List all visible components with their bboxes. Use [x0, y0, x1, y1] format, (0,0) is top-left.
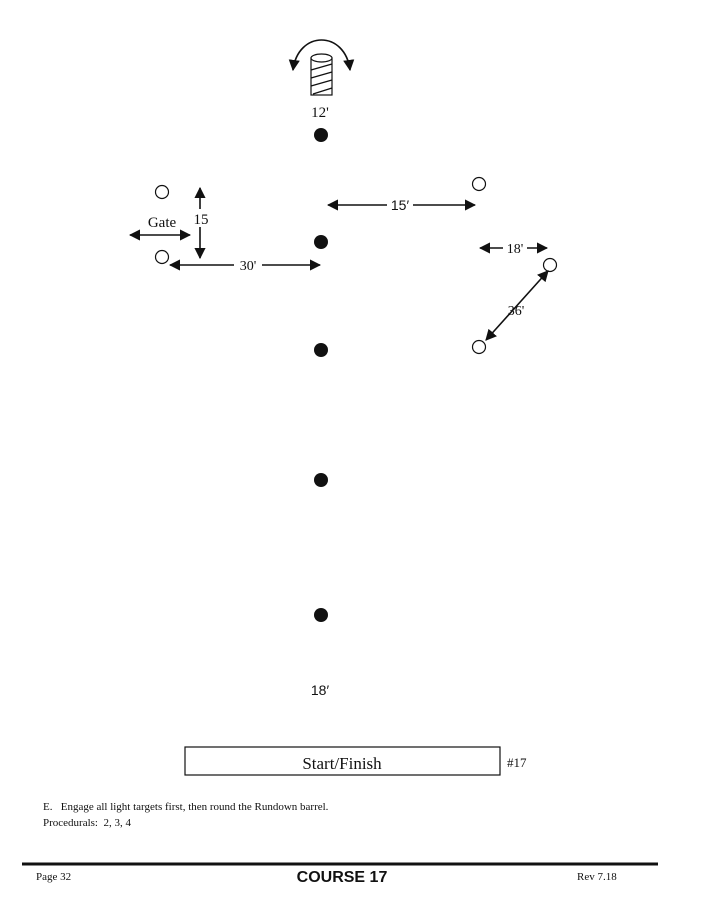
- diagonal-arrow: [485, 270, 549, 341]
- heavy-target: [314, 235, 328, 249]
- light-target: [542, 257, 558, 273]
- rundown-barrel-icon: [288, 39, 355, 96]
- start-finish-box: [184, 746, 501, 776]
- footer-revision: Rev 7.18: [577, 871, 617, 883]
- rotation-arrow-icon: [288, 39, 355, 72]
- footer-title: COURSE 17: [297, 869, 388, 886]
- footer-page: Page 32: [36, 871, 71, 883]
- bottom-distance-label: 18′: [311, 682, 330, 698]
- heavy-target: [314, 473, 328, 487]
- light-target: [471, 176, 487, 192]
- gate-label: Gate: [148, 215, 177, 231]
- light-target: [471, 339, 487, 355]
- start-finish-label: Start/Finish: [302, 754, 382, 773]
- heavy-target: [314, 128, 328, 142]
- course-number-tag: #17: [507, 755, 527, 770]
- gate-height-label: 15: [194, 212, 209, 228]
- light-target: [154, 184, 170, 200]
- note-line-2: Procedurals: 2, 3, 4: [43, 817, 131, 829]
- right-horizontal-label: 18': [507, 242, 524, 257]
- heavy-target: [314, 343, 328, 357]
- note-line-1: E. Engage all light targets first, then …: [43, 801, 329, 813]
- light-target: [154, 249, 170, 265]
- diagonal-label: 36': [508, 304, 525, 319]
- upper-right-label: 15′: [391, 197, 410, 213]
- barrel-distance-label: 12': [311, 105, 329, 121]
- heavy-target: [314, 608, 328, 622]
- gate-distance-label: 30': [240, 259, 257, 274]
